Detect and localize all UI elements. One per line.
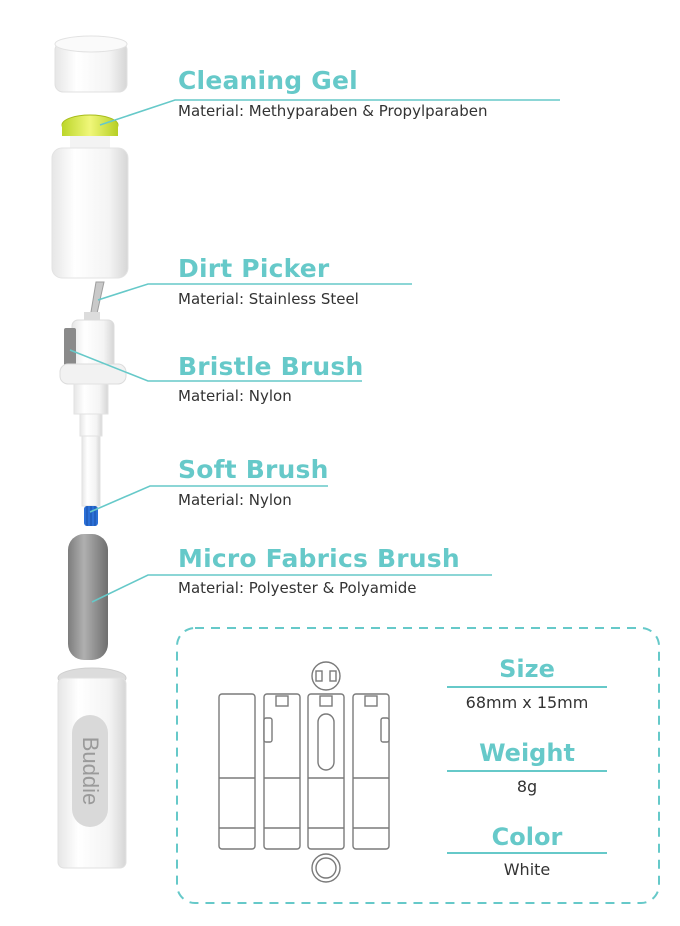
spec-panel-border — [176, 627, 660, 904]
part-material-soft-brush: Material: Nylon — [178, 491, 292, 509]
part-material-bristle-brush: Material: Nylon — [178, 387, 292, 405]
spec-size-divider — [447, 686, 607, 688]
spec-color-value: White — [503, 860, 551, 879]
leader-cleaning-gel — [99, 99, 560, 126]
part-title-micro-fabrics-brush: Micro Fabrics Brush — [178, 544, 460, 573]
spec-weight-value: 8g — [516, 777, 538, 796]
leader-micro-fabrics — [91, 574, 492, 603]
spec-color-label: Color — [491, 823, 563, 851]
spec-weight-divider — [447, 770, 607, 772]
dirt-picker-and-bristle-head — [59, 281, 127, 507]
spec-size-value: 68mm x 15mm — [465, 693, 589, 712]
spec-weight-label: Weight — [479, 739, 575, 767]
part-material-micro-fabrics-brush: Material: Polyester & Polyamide — [178, 579, 417, 597]
part-material-dirt-picker: Material: Stainless Steel — [178, 290, 359, 308]
leader-dirt-picker — [97, 283, 412, 301]
spec-size-label: Size — [499, 655, 555, 683]
part-material-cleaning-gel: Material: Methyparaben & Propylparaben — [178, 102, 488, 120]
brand-logo: Buddie — [78, 736, 103, 806]
leader-soft-brush — [89, 485, 328, 513]
outline-drawings — [218, 661, 390, 883]
part-title-dirt-picker: Dirt Picker — [178, 254, 330, 283]
part-title-bristle-brush: Bristle Brush — [178, 352, 364, 381]
part-title-cleaning-gel: Cleaning Gel — [178, 66, 358, 95]
gel-cap — [54, 35, 128, 93]
pen-body — [57, 667, 127, 869]
micro-fabrics-brush — [68, 534, 108, 660]
spec-color-divider — [447, 852, 607, 854]
cleaning-gel-container — [51, 114, 129, 279]
leader-lines — [69, 99, 560, 603]
leader-bristle-brush — [69, 349, 362, 382]
part-title-soft-brush: Soft Brush — [178, 455, 329, 484]
